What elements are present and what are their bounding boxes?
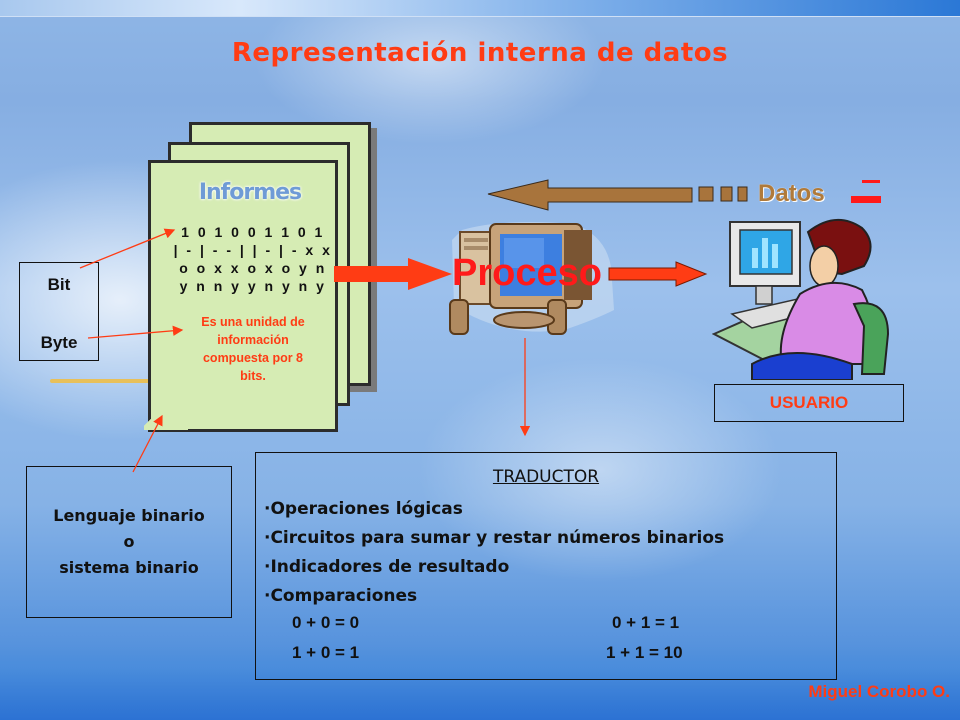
language-line: Lenguaje binario: [53, 506, 205, 525]
list-item: ·Operaciones lógicas: [264, 499, 463, 519]
bit-label: Bit: [47, 275, 71, 294]
binary-line: 1 0 1 0 0 1 1 0 1: [181, 224, 325, 240]
list-item: ·Comparaciones: [264, 586, 418, 606]
author-credit: Miguel Corobo O.: [808, 682, 950, 701]
equation: 0 + 0 = 0: [292, 613, 360, 632]
translator-title: TRADUCTOR: [492, 467, 600, 487]
page-fold-corner: [144, 378, 188, 430]
top-band: [0, 0, 960, 17]
data-label: Datos: [758, 180, 825, 207]
binary-line: | - | - - | | - | - x x: [173, 242, 333, 258]
bottom-band: [0, 646, 960, 720]
document-header: Informes: [198, 180, 302, 205]
binary-language-box: Lenguaje binario o sistema binario: [26, 466, 232, 618]
list-item: ·Indicadores de resultado: [264, 557, 510, 577]
user-box: USUARIO: [714, 384, 904, 422]
bit-pointer-arrow: [79, 228, 176, 269]
desktop-computer-icon: [449, 222, 614, 335]
language-line: o: [123, 532, 135, 551]
language-pointer-arrow: [132, 414, 163, 473]
equation: 1 + 0 = 1: [292, 643, 360, 662]
user-label: USUARIO: [769, 393, 849, 412]
slide-title: Representación interna de datos: [231, 38, 729, 68]
process-to-user-arrow: [608, 261, 708, 287]
language-line: sistema binario: [59, 558, 199, 577]
woman-at-computer-icon: [712, 219, 890, 380]
list-item: ·Circuitos para sumar y restar números b…: [264, 528, 725, 548]
byte-definition-line: información: [217, 333, 289, 347]
byte-pointer-arrow: [87, 325, 184, 339]
byte-definition-line: Es una unidad de: [201, 315, 305, 329]
translator-list: ·Operaciones lógicas ·Circuitos para sum…: [264, 495, 724, 611]
byte-definition-line: bits.: [240, 369, 266, 383]
byte-label: Byte: [40, 333, 78, 352]
doc-to-process-arrow: [334, 258, 452, 290]
equation: 0 + 1 = 1: [612, 613, 680, 632]
byte-definition: Es una unidad de información compuesta p…: [172, 313, 334, 385]
process-label: Proceso: [452, 252, 602, 294]
byte-definition-line: compuesta por 8: [202, 351, 304, 365]
dash-mark: [862, 180, 880, 183]
translator-box: TRADUCTOR ·Operaciones lógicas ·Circuito…: [255, 452, 837, 680]
bit-byte-box: Bit Byte: [19, 262, 99, 361]
equation: 1 + 1 = 10: [606, 643, 683, 662]
data-flow-arrow: [487, 179, 748, 211]
binary-line: o o x x o x o y n: [179, 260, 327, 276]
binary-block: 1 0 1 0 0 1 1 0 1 | - | - - | | - | - x …: [172, 223, 334, 295]
dash-mark: [851, 196, 881, 203]
decorative-line: [50, 379, 150, 383]
binary-line: y n n y y n y n y: [179, 278, 327, 294]
